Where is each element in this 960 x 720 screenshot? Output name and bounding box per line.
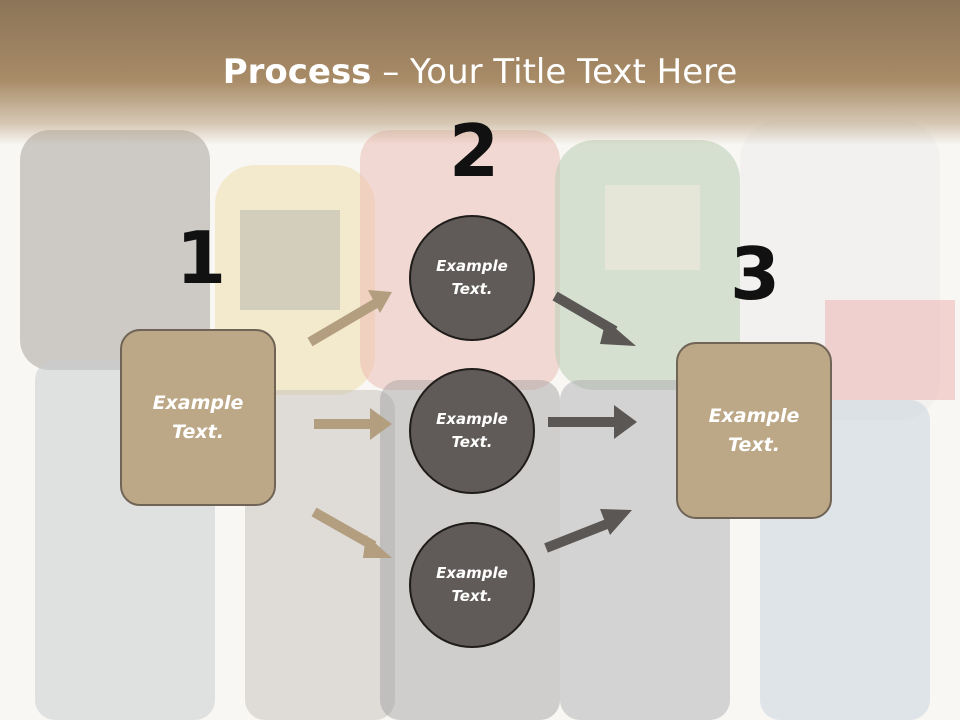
arrow-right-bottom [544, 509, 632, 553]
step-number-3: 3 [730, 232, 781, 316]
title-band [0, 0, 960, 145]
arrow-right-middle [548, 405, 637, 439]
title-bold: Process [222, 52, 372, 92]
circle-middle: Example Text. [409, 368, 535, 494]
slide-title: Process – Your Title Text Here [0, 52, 960, 92]
arrow-left-top [307, 290, 392, 347]
circle-top: Example Text. [409, 215, 535, 341]
arrow-left-middle [314, 408, 392, 440]
arrow-right-top [552, 291, 636, 346]
left-text-box: Example Text. [120, 329, 276, 506]
title-rest: – Your Title Text Here [371, 52, 738, 92]
step-number-2: 2 [449, 109, 500, 193]
circle-bottom: Example Text. [409, 522, 535, 648]
step-number-1: 1 [176, 216, 227, 300]
right-text-box: Example Text. [676, 342, 832, 519]
arrow-left-bottom [311, 507, 392, 558]
